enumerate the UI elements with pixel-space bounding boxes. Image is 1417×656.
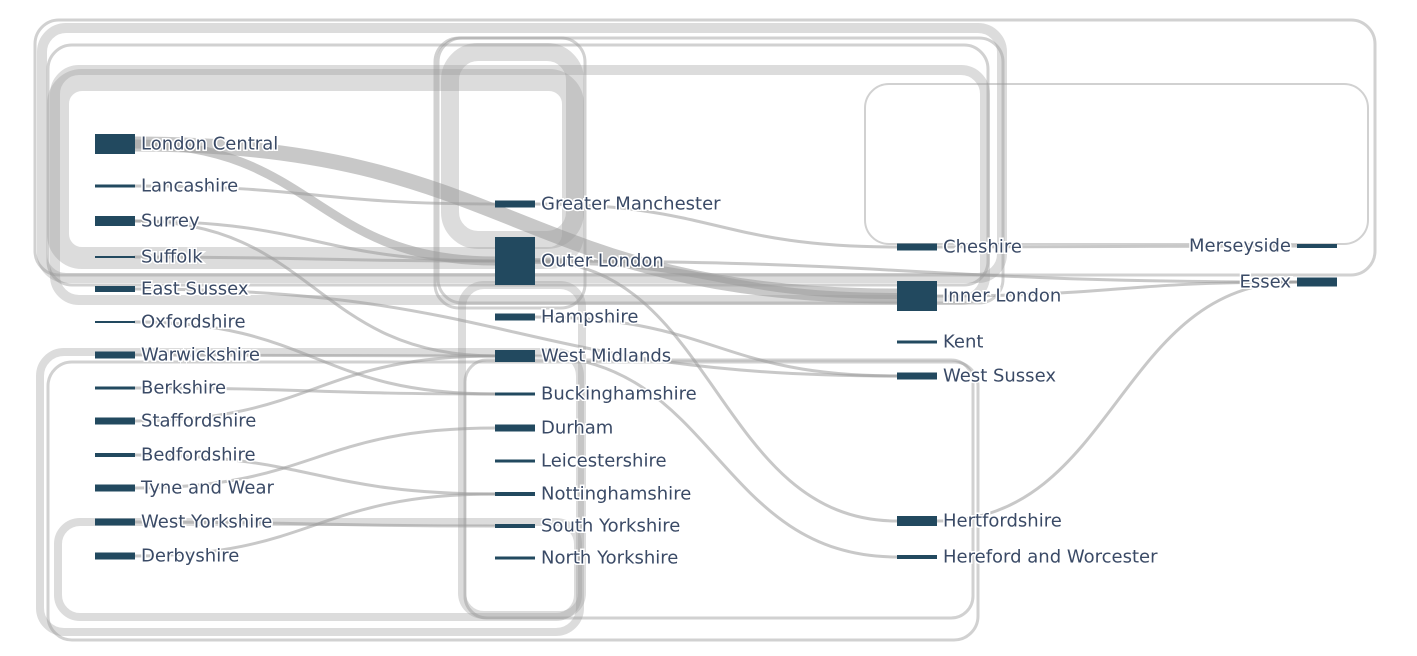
node-label-hereford-and-worcester: Hereford and Worcester [943, 547, 1158, 568]
node-label-staffordshire: Staffordshire [141, 411, 256, 432]
node-label-hampshire: Hampshire [541, 307, 638, 328]
node-warwickshire[interactable] [95, 351, 135, 359]
flow-link [133, 453, 497, 496]
loop-flow [46, 360, 980, 642]
flow-link [133, 353, 497, 358]
node-label-cheshire: Cheshire [943, 237, 1022, 258]
node-west-midlands[interactable] [495, 350, 535, 362]
node-label-durham: Durham [541, 418, 613, 439]
node-label-leicestershire: Leicestershire [541, 451, 667, 472]
node-label-buckinghamshire: Buckinghamshire [541, 384, 697, 405]
node-greater-manchester[interactable] [495, 200, 535, 208]
flow-link [935, 244, 1299, 249]
node-cheshire[interactable] [897, 243, 937, 251]
node-south-yorkshire[interactable] [495, 524, 535, 528]
node-nottinghamshire[interactable] [495, 492, 535, 496]
flow-link [133, 287, 899, 378]
node-suffolk[interactable] [95, 256, 135, 258]
flow-link [533, 202, 899, 249]
node-hampshire[interactable] [495, 313, 535, 321]
flow-link [533, 259, 1299, 284]
node-label-berkshire: Berkshire [141, 378, 226, 399]
node-surrey[interactable] [95, 216, 135, 226]
flow-link [133, 255, 497, 263]
node-label-east-sussex: East Sussex [141, 279, 249, 300]
loop-flow [463, 358, 975, 620]
circular-flows [33, 18, 1377, 642]
node-hertfordshire[interactable] [897, 516, 937, 526]
node-label-inner-london: Inner London [943, 286, 1061, 307]
flow-link [133, 219, 497, 263]
node-oxfordshire[interactable] [95, 321, 135, 323]
flow-link [133, 426, 497, 490]
node-label-bedfordshire: Bedfordshire [141, 445, 256, 466]
loop-flow [50, 65, 990, 305]
node-east-sussex[interactable] [95, 286, 135, 292]
node-labels: London CentralLancashireSurreySuffolkEas… [139, 132, 1293, 570]
node-label-essex: Essex [1239, 272, 1291, 293]
flow-link [133, 219, 497, 358]
flow-link [133, 492, 497, 558]
flow-link [133, 184, 497, 206]
node-tyne-and-wear[interactable] [95, 484, 135, 492]
node-label-west-midlands: West Midlands [541, 346, 671, 367]
flow-link [133, 354, 497, 423]
node-label-suffolk: Suffolk [141, 247, 203, 268]
node-label-surrey: Surrey [141, 211, 200, 232]
node-inner-london[interactable] [897, 281, 937, 311]
flow-link [133, 386, 497, 396]
loop-flow [36, 348, 584, 636]
node-label-west-yorkshire: West Yorkshire [141, 512, 272, 533]
node-merseyside[interactable] [1297, 244, 1337, 248]
node-label-west-sussex: West Sussex [943, 366, 1056, 387]
node-label-greater-manchester: Greater Manchester [541, 194, 721, 215]
node-label-hertfordshire: Hertfordshire [943, 511, 1062, 532]
node-label-nottinghamshire: Nottinghamshire [541, 484, 691, 505]
flow-link [532, 258, 900, 299]
node-label-merseyside: Merseyside [1189, 236, 1291, 257]
flow-link [533, 259, 899, 523]
node-label-warwickshire: Warwickshire [141, 345, 260, 366]
node-label-london-central: London Central [141, 134, 278, 155]
loop-flow [436, 36, 1005, 305]
loop-flow [864, 83, 1369, 245]
node-durham[interactable] [495, 424, 535, 432]
nodes [95, 134, 1337, 560]
node-buckinghamshire[interactable] [495, 392, 535, 396]
node-label-derbyshire: Derbyshire [141, 546, 239, 567]
flow-link [935, 280, 1299, 523]
flow-link [133, 320, 497, 396]
node-leicestershire[interactable] [495, 459, 535, 463]
node-outer-london[interactable] [495, 237, 535, 285]
node-label-oxfordshire: Oxfordshire [141, 312, 246, 333]
node-west-yorkshire[interactable] [95, 518, 135, 526]
node-label-south-yorkshire: South Yorkshire [541, 516, 680, 537]
node-lancashire[interactable] [95, 184, 135, 188]
node-bedfordshire[interactable] [95, 453, 135, 457]
flow-link [533, 315, 899, 378]
node-label-tyne-and-wear: Tyne and Wear [140, 478, 274, 499]
flow-link [533, 354, 899, 559]
loop-flow [433, 36, 587, 310]
node-label-lancashire: Lancashire [141, 176, 238, 197]
node-berkshire[interactable] [95, 386, 135, 390]
node-label-outer-london: Outer London [541, 251, 664, 272]
node-kent[interactable] [897, 340, 937, 344]
node-west-sussex[interactable] [897, 372, 937, 380]
node-derbyshire[interactable] [95, 552, 135, 560]
node-staffordshire[interactable] [95, 417, 135, 425]
node-london-central[interactable] [95, 134, 135, 154]
node-north-yorkshire[interactable] [495, 556, 535, 560]
flow-links [127, 136, 1299, 559]
node-essex[interactable] [1297, 277, 1337, 287]
flow-link [935, 280, 1299, 298]
node-label-kent: Kent [943, 332, 983, 353]
node-hereford-and-worcester[interactable] [897, 555, 937, 559]
node-label-north-yorkshire: North Yorkshire [541, 548, 678, 569]
loop-flow [54, 518, 582, 621]
